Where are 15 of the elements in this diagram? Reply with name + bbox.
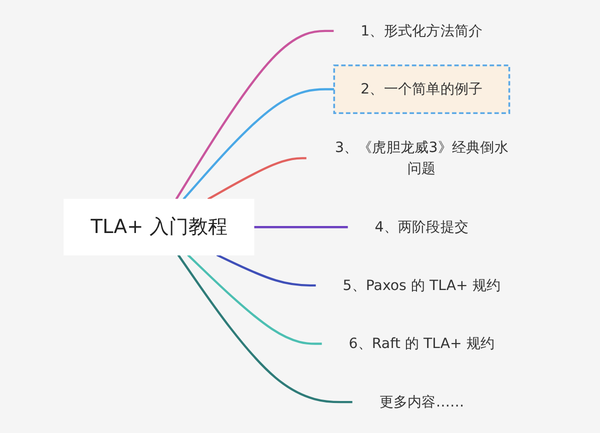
connector (177, 254, 352, 404)
connector (182, 88, 334, 200)
connector (253, 226, 348, 228)
connector (174, 30, 334, 200)
node-text: 3、《虎胆龙威3》经典倒水问题 (334, 138, 508, 177)
node-text: 6、Raft 的 TLA+ 规约 (348, 334, 494, 352)
node-text: 更多内容…… (378, 393, 464, 410)
connector (186, 254, 322, 345)
node-text: 5、Paxos 的 TLA+ 规约 (342, 276, 500, 294)
node-box: 2、一个简单的例子 (332, 64, 510, 114)
node-text: 4、两阶段提交 (374, 218, 468, 236)
node-box: TLA+ 入门教程 (63, 198, 254, 256)
node-text: 1、形式化方法简介 (360, 22, 482, 39)
connector (207, 157, 306, 200)
connector (216, 254, 316, 287)
